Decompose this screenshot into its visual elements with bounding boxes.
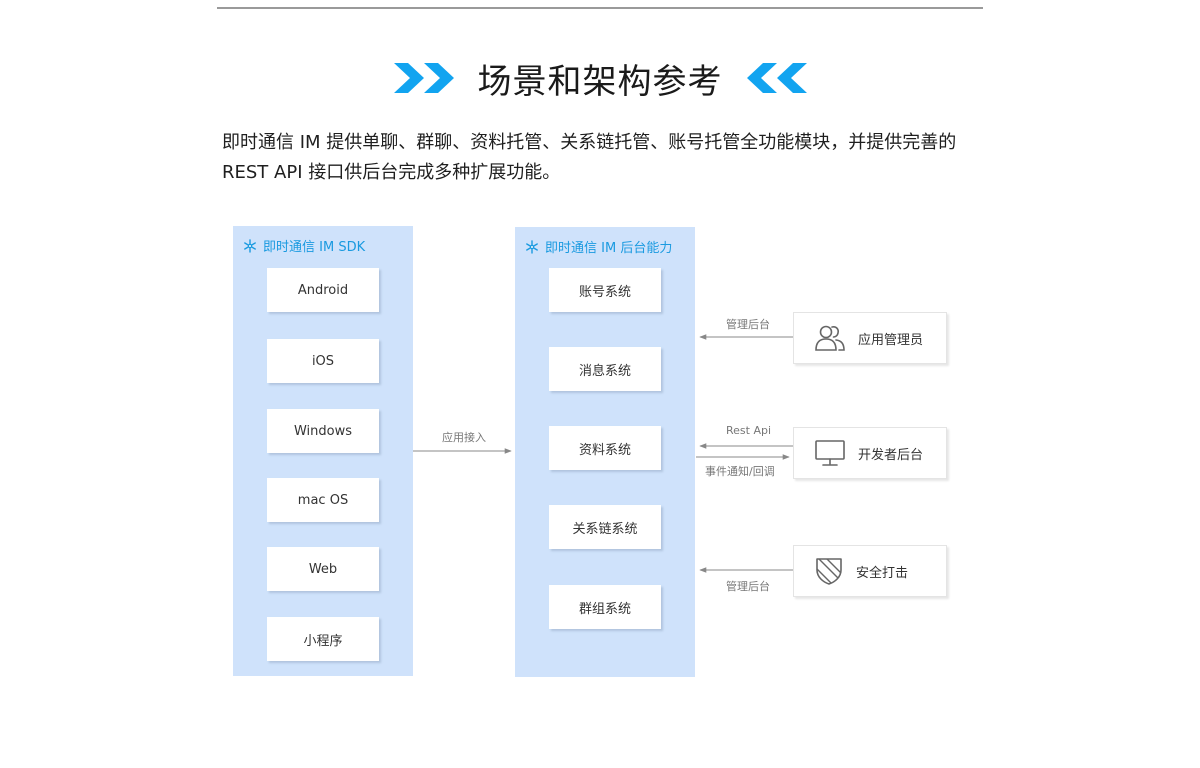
backend-panel: 即时通信 IM 后台能力 账号系统 消息系统 资料系统 关系链系统 群组系统: [515, 227, 695, 677]
actor-developer-backend-label: 开发者后台: [858, 447, 924, 463]
snowflake-icon: [244, 238, 256, 253]
actor-developer-backend: 开发者后台: [793, 427, 947, 479]
monitor-icon: [815, 440, 845, 466]
snowflake-icon: [526, 239, 538, 254]
sdk-item: Windows: [267, 409, 379, 453]
admin-link-label: 管理后台: [726, 318, 770, 331]
sdk-item: 小程序: [267, 617, 379, 661]
sdk-item: Web: [267, 547, 379, 591]
users-icon: [815, 325, 845, 351]
app-access-label: 应用接入: [442, 431, 486, 444]
backend-item: 账号系统: [549, 268, 661, 312]
sdk-panel-header: 即时通信 IM SDK: [243, 236, 365, 255]
intro-paragraph: 即时通信 IM 提供单聊、群聊、资料托管、关系链托管、账号托管全功能模块，并提供…: [222, 132, 957, 183]
actor-security-label: 安全打击: [856, 565, 909, 581]
backend-item: 消息系统: [549, 347, 661, 391]
rest-api-label: Rest Api: [726, 424, 772, 437]
section-title: 场景和架构参考: [477, 61, 723, 102]
backend-item: 资料系统: [549, 426, 661, 470]
top-divider: [217, 7, 983, 9]
double-chevron-left-icon: [746, 63, 807, 93]
backend-item: 群组系统: [549, 585, 661, 629]
actor-security: 安全打击: [793, 545, 947, 597]
sdk-item: mac OS: [267, 478, 379, 522]
double-chevron-right-icon: [393, 63, 454, 93]
actor-app-admin: 应用管理员: [793, 312, 947, 364]
backend-item: 关系链系统: [549, 505, 661, 549]
backend-panel-header: 即时通信 IM 后台能力: [525, 237, 672, 256]
sdk-panel: 即时通信 IM SDK Android iOS Windows mac OS W…: [233, 226, 413, 676]
shield-icon: [816, 558, 842, 585]
section-heading: 场景和架构参考: [0, 52, 1200, 104]
sdk-item: Android: [267, 268, 379, 312]
callback-label: 事件通知/回调: [705, 465, 775, 478]
backend-panel-title: 即时通信 IM 后台能力: [545, 241, 673, 256]
security-link-label: 管理后台: [726, 580, 770, 593]
sdk-panel-title: 即时通信 IM SDK: [263, 240, 366, 255]
actor-app-admin-label: 应用管理员: [858, 332, 924, 348]
sdk-item: iOS: [267, 339, 379, 383]
